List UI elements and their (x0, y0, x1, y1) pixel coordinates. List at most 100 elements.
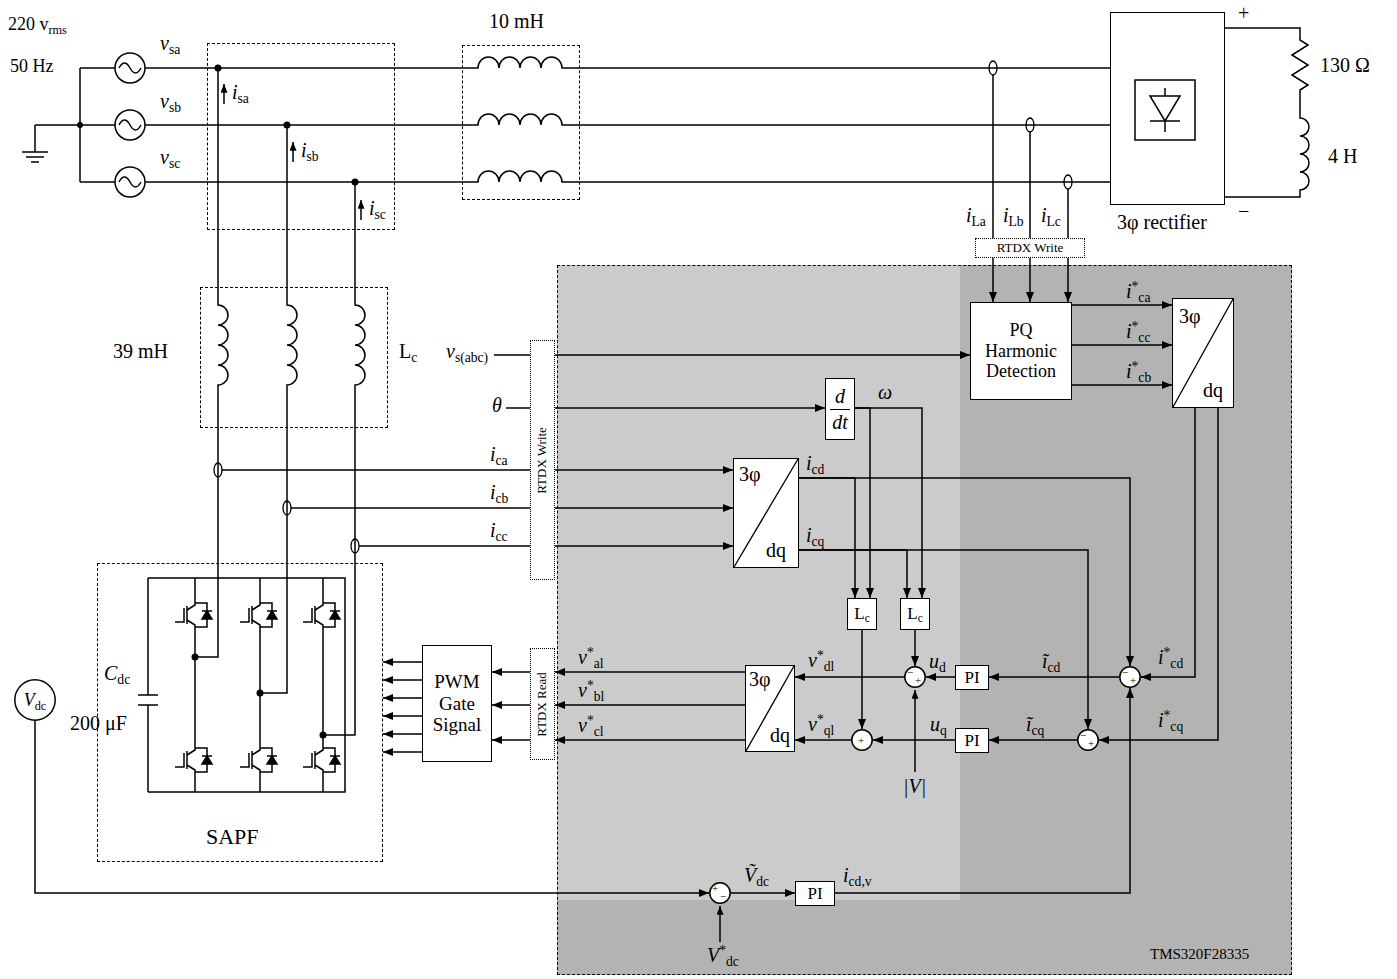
symbol-base: i (843, 864, 849, 886)
signal-label: vs(abc) (446, 340, 488, 363)
grid-source (80, 68, 207, 182)
signal-label: θ (492, 394, 502, 417)
signal-label: vsb (160, 90, 181, 113)
summing-junction: −+ (1119, 666, 1141, 688)
label-holder: − (1238, 200, 1249, 223)
text-holder: − (1122, 666, 1128, 679)
edge-label-holder: v*al (578, 646, 604, 669)
label-holder: icb (490, 481, 508, 504)
rtdx-block-text: RTDX Write (535, 427, 550, 494)
coupling-inductor (355, 287, 365, 428)
signal-arrow (799, 550, 1088, 729)
subscript: cc (1138, 330, 1150, 345)
signal-label: 200 μF (70, 712, 127, 735)
signal-arrow (383, 697, 422, 699)
rtdx-block-text: RTDX Read (535, 672, 550, 737)
signal-label: ĩcd (1042, 650, 1060, 673)
signal-label: v*dl (808, 649, 834, 672)
edge-label-holder: icd (806, 452, 824, 475)
dsp-panel-ground (557, 265, 1292, 975)
transform-box: 3φ dq (1172, 298, 1234, 408)
symbol-base: i (490, 481, 496, 503)
subscript: sb (307, 149, 319, 164)
label-holder: 220 vrms (8, 14, 67, 35)
signal-arrow (383, 751, 422, 753)
power-wire (395, 124, 462, 126)
summing-junction: +− (709, 882, 731, 904)
junction-dot (215, 65, 222, 72)
pwm-box-text: PWM Gate Signal (426, 671, 488, 737)
signal-label: v*ql (808, 713, 834, 736)
signal-arrow (914, 630, 916, 666)
symbol-base: v (160, 146, 169, 168)
text-holder: dq (1203, 379, 1223, 402)
sapf-box-text: SAPF (206, 824, 259, 849)
process-box: PQ Harmonic Detection (970, 302, 1072, 400)
signal-label: 130 Ω (1320, 54, 1370, 77)
derivative-box-text: d (835, 385, 845, 408)
signal-label: i*cb (1126, 360, 1151, 383)
signal-arrow (989, 739, 1077, 741)
symbol-base: v (160, 90, 169, 112)
edge-label-holder: icq (806, 524, 824, 547)
text-holder: + (1130, 674, 1136, 687)
signal-label: ω (878, 381, 892, 404)
subscript: sc (169, 156, 180, 171)
transform-box: 3φdq (733, 458, 799, 568)
source-current-sensing (292, 142, 294, 162)
text-holder: 10 mH (489, 10, 544, 33)
rtdx-block: RTDX Read (530, 648, 555, 760)
summing-junction-text: − (1080, 729, 1086, 742)
text-holder: 3φ (739, 463, 761, 486)
summing-junction-text: + (1130, 674, 1136, 687)
label-holder: 50 Hz (10, 56, 54, 77)
process-box-text: PQ Harmonic Detection (977, 320, 1065, 382)
superscript: * (817, 712, 824, 727)
gain-box: Lc (847, 598, 877, 630)
superscript: * (1164, 708, 1171, 723)
signal-arrow (1141, 408, 1195, 677)
transform-box-text: 3φ (1179, 305, 1201, 328)
subscript: ca (1138, 290, 1150, 305)
symbol-base: i (1126, 280, 1132, 302)
igbt-leg (195, 603, 212, 772)
signal-label: vsa (160, 32, 180, 55)
text-holder: isc (369, 197, 386, 220)
signal-label: icq (806, 524, 824, 547)
signal-arrow (795, 739, 851, 741)
subscript: cd (1048, 660, 1061, 675)
gain-box-text: Lc (854, 604, 870, 624)
signal-arrow (873, 739, 955, 741)
symbol-base: i (966, 204, 972, 226)
summing-junction-text: + (712, 882, 718, 895)
symbol-base: Ṽ (744, 864, 756, 886)
symbol-base: v (578, 679, 587, 701)
igbt-leg (175, 578, 212, 792)
power-wire (395, 67, 462, 69)
summing-junction: + (851, 729, 873, 751)
igbt-leg (303, 578, 340, 792)
line-inductor (462, 114, 580, 125)
node-outline (1120, 667, 1140, 687)
edge-label-holder: v*cl (578, 714, 604, 737)
signal-arrow (799, 478, 855, 598)
symbol-base: i (806, 524, 812, 546)
symbol-base: L (907, 604, 917, 623)
signal-arrow (1072, 384, 1172, 386)
gain-box: Lc (900, 598, 930, 630)
junction-dot (257, 690, 264, 697)
signal-label: v*bl (578, 679, 604, 702)
subscript: s(abc) (455, 350, 488, 365)
junction-dot (352, 179, 359, 186)
edge-label-holder: Ṽdc (744, 864, 769, 887)
subscript: c (865, 613, 870, 626)
power-wire (217, 428, 219, 563)
symbol-base: V (707, 944, 719, 966)
label-holder: |V| (903, 775, 926, 798)
source-current-sensing (223, 84, 225, 104)
signal-arrow (799, 478, 1130, 666)
text-holder: 3φ rectifier (1117, 211, 1207, 234)
label-holder: icc (490, 519, 508, 542)
